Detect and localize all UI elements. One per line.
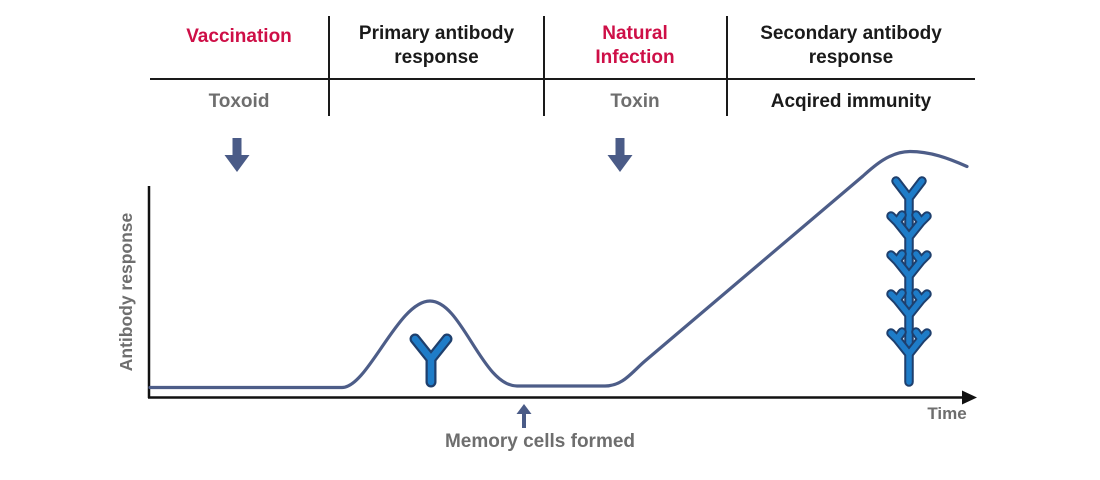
header-subtitle-toxin: Toxin: [610, 91, 660, 112]
header-divider-2: [543, 16, 545, 116]
header-divider-1: [328, 16, 330, 116]
down-arrow-infection-icon: [607, 138, 633, 172]
memory-up-arrow-icon: [516, 404, 532, 428]
header-title-primary-response: Primary antibody response: [358, 23, 515, 68]
memory-cells-annotation: Memory cells formed: [444, 431, 636, 452]
antibody-primary-group: [409, 333, 453, 388]
header-divider-3: [726, 16, 728, 116]
x-axis-arrowhead: [962, 390, 977, 405]
header-title-secondary-response: Secondary antibody response: [760, 23, 942, 68]
response-curve: [148, 149, 969, 390]
x-axis-label: Time: [927, 404, 967, 423]
header-title-natural-infection: Natural Infection: [595, 23, 675, 68]
header-horizontal-rule: [150, 78, 975, 80]
header-title-vaccination: Vaccination: [186, 26, 292, 47]
antibody-stack-group: [886, 176, 932, 387]
down-arrow-vaccination-icon: [224, 138, 250, 172]
header-subtitle-toxoid: Toxoid: [208, 91, 270, 112]
header-subtitle-acqired-immunity: Acqired immunity: [770, 91, 932, 112]
